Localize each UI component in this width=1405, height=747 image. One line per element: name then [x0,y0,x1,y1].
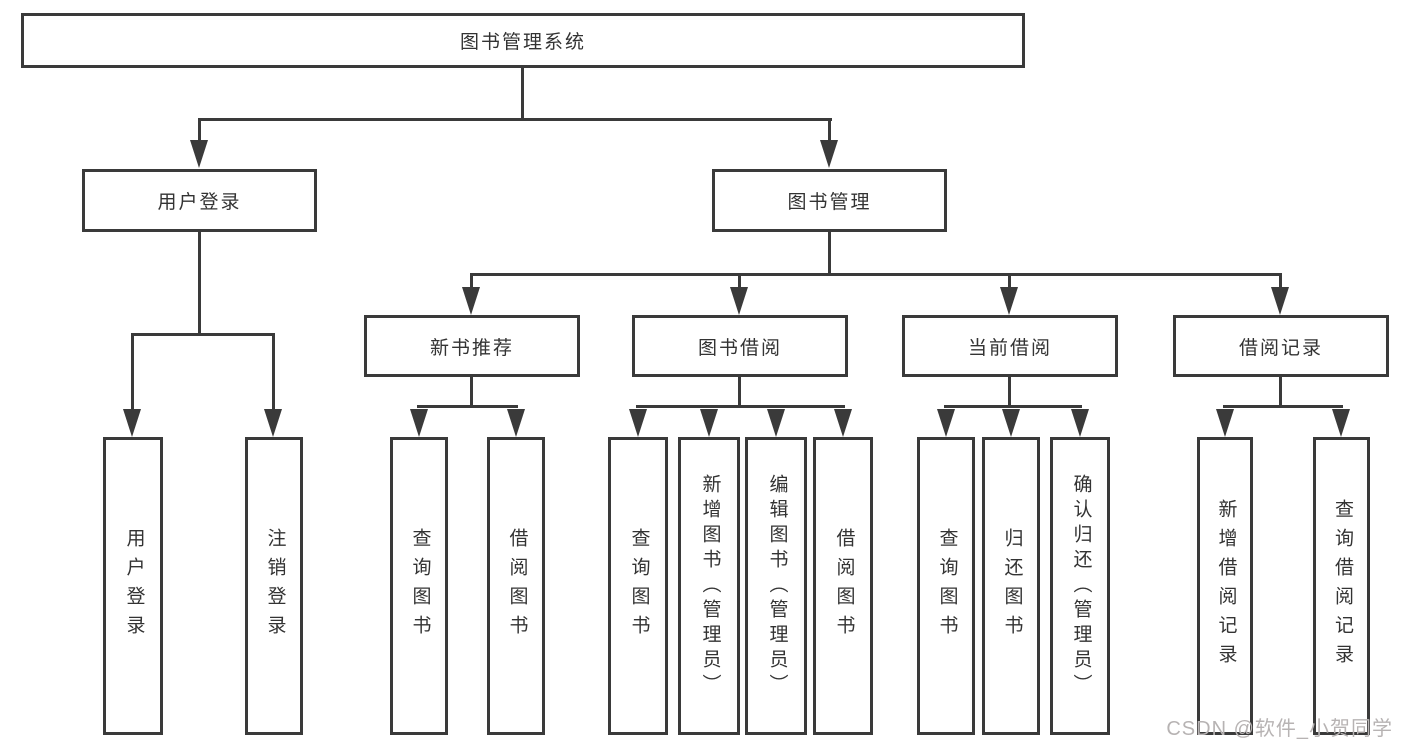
node-borrowing-records: 借阅记录 [1173,315,1389,377]
node-query-books-1-label: 查询图书 [409,528,431,644]
connector-new-book-trunk [470,377,473,408]
node-add-book-admin-label: 新增图书（管理员） [699,473,721,699]
connector-drop-login-leaf [131,333,134,411]
node-borrowing-records-label: 借阅记录 [1238,337,1323,359]
connector-root-trunk [521,68,524,120]
arrow-logout-leaf [264,409,282,437]
connector-book-management-branch [470,273,1282,276]
connector-book-management-trunk [828,232,831,276]
connector-drop-new-book [470,273,473,291]
arrow-login-leaf [123,409,141,437]
node-book-management: 图书管理 [712,169,947,232]
node-add-borrow-record-label: 新增借阅记录 [1215,499,1237,673]
node-confirm-return-admin: 确认归还（管理员） [1050,437,1110,735]
connector-drop-borrowing-records [1279,273,1282,291]
connector-drop-logout-leaf [272,333,275,411]
arrow-current-borrowing [1000,287,1018,315]
node-current-borrowing: 当前借阅 [902,315,1118,377]
connector-borrowing-records-branch [1223,405,1343,408]
node-current-borrowing-label: 当前借阅 [967,337,1052,359]
node-edit-book-admin: 编辑图书（管理员） [745,437,807,735]
arrow-query-books-1 [410,409,428,437]
node-book-management-label: 图书管理 [787,192,872,213]
arrow-book-borrowing [730,287,748,315]
node-query-books-2: 查询图书 [608,437,668,735]
connector-book-borrowing-trunk [738,377,741,408]
node-user-login-label: 用户登录 [157,192,242,213]
node-user-login-leaf: 用户登录 [103,437,163,735]
node-book-borrowing-label: 图书借阅 [697,337,782,359]
arrow-edit-book [767,409,785,437]
node-new-book-recommend: 新书推荐 [364,315,580,377]
node-borrow-books-1-label: 借阅图书 [506,528,528,644]
node-confirm-return-admin-label: 确认归还（管理员） [1070,473,1092,699]
node-user-login: 用户登录 [82,169,317,232]
node-user-login-leaf-label: 用户登录 [123,528,145,644]
node-library-system: 图书管理系统 [21,13,1025,68]
connector-user-login-branch [131,333,273,336]
connector-current-borrowing-branch [944,405,1082,408]
connector-drop-current-borrowing [1008,273,1011,291]
arrow-return-book [1002,409,1020,437]
node-logout: 注销登录 [245,437,303,735]
arrow-query-books-2 [629,409,647,437]
connector-root-branch [198,118,832,121]
node-book-borrowing: 图书借阅 [632,315,848,377]
node-query-books-2-label: 查询图书 [628,528,650,644]
arrow-add-book [700,409,718,437]
arrow-book-management [820,140,838,168]
arrow-borrowing-records [1271,287,1289,315]
node-edit-book-admin-label: 编辑图书（管理员） [766,473,788,699]
node-query-books-3-label: 查询图书 [936,528,958,644]
node-query-books-1: 查询图书 [390,437,448,735]
node-borrow-books-1: 借阅图书 [487,437,545,735]
node-new-book-recommend-label: 新书推荐 [429,337,514,359]
node-borrow-books-2: 借阅图书 [813,437,873,735]
connector-user-login-trunk [198,232,201,336]
arrow-confirm-return [1071,409,1089,437]
arrow-borrow-books-2 [834,409,852,437]
arrow-query-books-3 [937,409,955,437]
node-add-book-admin: 新增图书（管理员） [678,437,740,735]
arrow-borrow-books-1 [507,409,525,437]
arrow-new-book [462,287,480,315]
connector-borrowing-records-trunk [1279,377,1282,408]
node-query-borrow-record: 查询借阅记录 [1313,437,1370,735]
arrow-user-login [190,140,208,168]
connector-current-borrowing-trunk [1008,377,1011,408]
connector-drop-user-login [198,118,201,144]
connector-drop-book-borrowing [738,273,741,291]
node-borrow-books-2-label: 借阅图书 [833,528,855,644]
connector-drop-book-management [828,118,831,144]
node-return-book-label: 归还图书 [1001,528,1023,644]
node-query-borrow-record-label: 查询借阅记录 [1331,499,1353,673]
csdn-watermark: CSDN @软件_小贺同学 [1166,718,1393,740]
node-logout-label: 注销登录 [264,528,286,644]
node-add-borrow-record: 新增借阅记录 [1197,437,1253,735]
arrow-add-record [1216,409,1234,437]
connector-new-book-branch [417,405,518,408]
node-query-books-3: 查询图书 [917,437,975,735]
node-library-system-label: 图书管理系统 [459,32,586,53]
node-return-book: 归还图书 [982,437,1040,735]
connector-book-borrowing-branch [636,405,845,408]
arrow-query-record [1332,409,1350,437]
